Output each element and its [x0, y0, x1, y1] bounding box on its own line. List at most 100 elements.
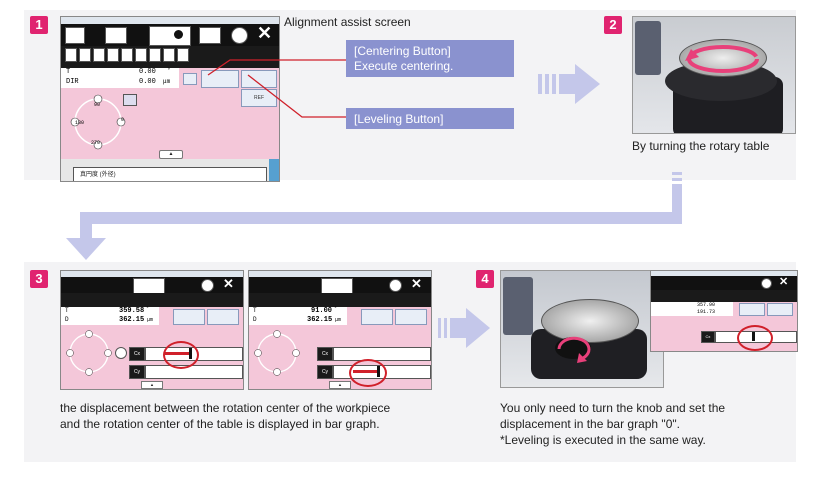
highlight-circle — [349, 359, 387, 387]
step-3-caption-line1: the displacement between the rotation ce… — [60, 401, 391, 415]
bar2-label-box: Cy — [129, 365, 145, 379]
help-icon[interactable] — [201, 279, 214, 292]
close-icon[interactable]: ✕ — [411, 276, 422, 291]
paste-icon[interactable] — [149, 48, 161, 62]
close-icon[interactable]: ✕ — [779, 276, 789, 288]
tool-icon-2[interactable] — [105, 27, 127, 44]
value-rows — [61, 68, 179, 88]
toolbar-top — [651, 276, 797, 290]
step-3-caption-line2: and the rotation center of the table is … — [60, 417, 380, 431]
callout-connectors — [207, 59, 350, 118]
bar1-label: Cx — [705, 334, 711, 339]
row2-value: 0.00 — [139, 78, 156, 86]
step-4-badge: 4 — [476, 270, 494, 288]
panel-collapse-tab[interactable]: ▲ — [329, 381, 351, 389]
rotation-arrow-icon — [557, 336, 591, 363]
panel-collapse-tab[interactable]: ▲ — [141, 381, 163, 389]
target-icon[interactable] — [115, 347, 127, 359]
file-open-icon[interactable] — [79, 48, 91, 62]
alignment-tab-icon[interactable] — [321, 278, 353, 294]
leveling-button[interactable] — [395, 309, 427, 325]
print-icon[interactable] — [163, 48, 175, 62]
bar1-label: Cx — [321, 351, 329, 357]
dial-graphic — [66, 330, 112, 376]
row2-unit: μm — [147, 317, 154, 323]
knob-turning-photo — [500, 270, 664, 388]
step-2-caption: By turning the rotary table — [632, 139, 770, 153]
window-titlebar — [249, 271, 431, 277]
leveling-button[interactable] — [767, 303, 793, 316]
undo-icon[interactable] — [107, 48, 119, 62]
value-rows — [249, 307, 347, 325]
tool-icon-3[interactable] — [199, 27, 221, 44]
centering-callout-desc: Execute centering. — [354, 59, 454, 73]
window-titlebar — [61, 271, 243, 277]
cy-bar-graph — [145, 365, 243, 379]
dial-label-270: 270 — [91, 140, 101, 146]
window-titlebar — [61, 17, 279, 24]
row2-value: 362.15 — [307, 316, 333, 324]
centering-button[interactable] — [739, 303, 765, 316]
row1-label: T — [66, 68, 71, 76]
rotary-table-photo — [632, 16, 796, 134]
step-3-badge: 3 — [30, 270, 48, 288]
file-new-icon[interactable] — [65, 48, 77, 62]
arrow-step2-to-step3 — [66, 172, 682, 260]
ref-button-label: REF — [254, 95, 264, 101]
redo-icon[interactable] — [121, 48, 133, 62]
leveling-button[interactable] — [207, 309, 239, 325]
bar1-label-box: Cx — [701, 331, 715, 343]
row1-value: 91.00 — [311, 307, 333, 315]
toolbar-second — [651, 290, 797, 302]
screen-3b: ✕ T 91.00 ° D 362.15 μm Cx Cy ▲ — [248, 270, 432, 390]
close-icon[interactable]: ✕ — [257, 23, 273, 43]
row1-unit: ° — [334, 306, 338, 312]
row2-value: 362.15 — [119, 316, 145, 324]
window-titlebar — [651, 271, 797, 276]
settings-mini-button[interactable] — [183, 73, 197, 85]
dial-label-0: 0 — [121, 117, 125, 123]
centering-button[interactable] — [361, 309, 393, 325]
row1-value: 0.00 — [139, 68, 156, 76]
side-tab[interactable] — [269, 159, 279, 181]
arrow-step1-to-step2 — [538, 64, 600, 104]
panel-collapse-tab[interactable]: ▲ — [159, 150, 183, 159]
alignment-tab-icon[interactable] — [133, 278, 165, 294]
centering-callout: [Centering Button] Execute centering. — [346, 40, 514, 77]
info-icon[interactable] — [177, 48, 189, 62]
alignment-screen: ✕ T 0.00 ° DIR 0.00 μm REF 0 90 180 270 … — [60, 16, 280, 182]
file-save-icon[interactable] — [93, 48, 105, 62]
display-panel — [503, 277, 533, 335]
step-4-caption-line2: displacement in the bar graph "0". — [500, 417, 680, 431]
screen-title: Alignment assist screen — [284, 15, 411, 29]
result-box-label: 真円度 (外径) — [80, 172, 116, 178]
bar1-label-box: Cx — [317, 347, 333, 361]
highlight-circle — [737, 325, 773, 351]
help-icon[interactable] — [761, 278, 772, 289]
value-rows — [61, 307, 159, 325]
help-icon[interactable] — [389, 279, 402, 292]
tool-icon-1[interactable] — [65, 27, 85, 44]
close-icon[interactable]: ✕ — [223, 276, 234, 291]
row1-unit: ° — [167, 67, 171, 74]
row1-label: T — [65, 307, 69, 314]
dial-label-90: 90 — [94, 102, 101, 108]
view-icon[interactable] — [123, 94, 137, 106]
toolbar-second — [249, 293, 431, 307]
row1-value: 359.58 — [119, 307, 145, 315]
centering-button[interactable] — [201, 70, 239, 88]
bar2-label: Cy — [133, 369, 141, 375]
leveling-callout: [Leveling Button] — [346, 108, 514, 129]
table-top — [541, 299, 639, 343]
cx-bar-graph — [333, 347, 431, 361]
leveling-button[interactable] — [241, 70, 277, 88]
ref-button[interactable]: REF — [241, 89, 277, 107]
copy-icon[interactable] — [135, 48, 147, 62]
help-icon[interactable] — [231, 27, 248, 44]
step-2-badge: 2 — [604, 16, 622, 34]
bar2-label-box: Cy — [317, 365, 333, 379]
centering-button[interactable] — [173, 309, 205, 325]
row2-value: 191.73 — [697, 309, 716, 315]
leveling-callout-title: [Leveling Button] — [354, 112, 444, 126]
step-4-caption-line3: *Leveling is executed in the same way. — [500, 433, 706, 447]
